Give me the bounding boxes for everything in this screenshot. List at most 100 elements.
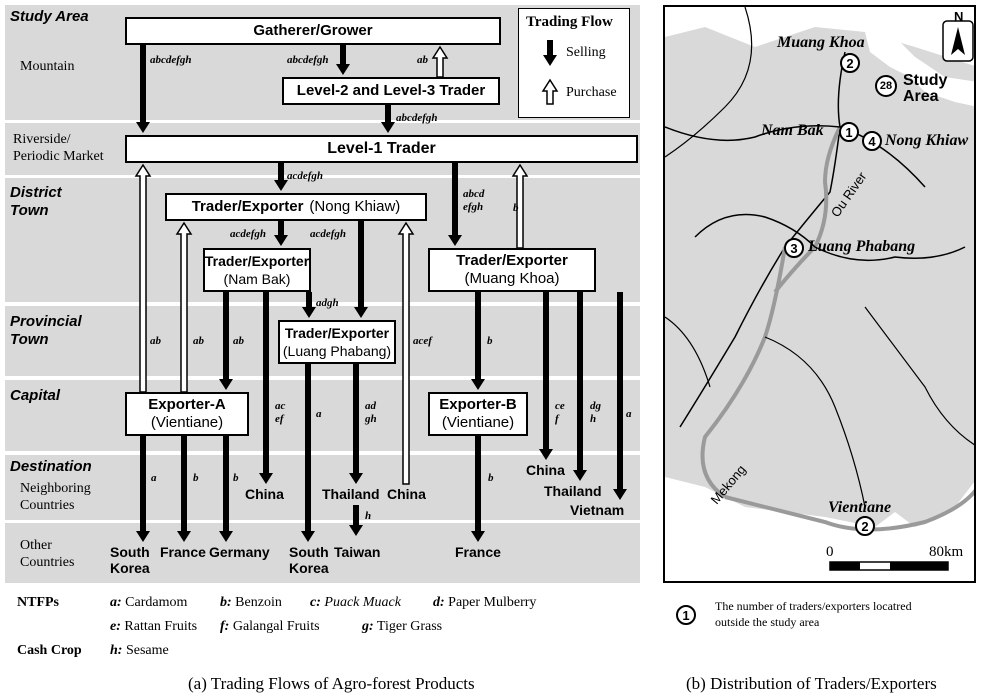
dest-south-korea1: South Korea <box>110 544 150 576</box>
map-nam-bak: Nam Bak <box>761 122 824 139</box>
fl-china-nk: acef <box>413 335 432 347</box>
fl-lp-thai: ad gh <box>365 400 377 425</box>
ntfp-d-key: d: <box>433 595 445 610</box>
arrow-nk-lp <box>354 221 368 318</box>
fl-lp-sk: a <box>316 408 322 420</box>
gatherer-label: Gatherer/Grower <box>253 22 373 39</box>
row-mountain: Mountain <box>20 59 75 74</box>
arrow-mk-exb <box>471 292 485 390</box>
dest-china1: China <box>245 486 284 502</box>
arrow-l1-mk <box>448 163 462 246</box>
level23-label: Level-2 and Level-3 Trader <box>296 82 486 99</box>
arrow-mk-l1 <box>511 163 529 249</box>
arrow-exa-l1 <box>134 163 152 393</box>
fl-mk-viet: a <box>626 408 632 420</box>
fl-mk-china: ce f <box>555 400 565 425</box>
map-muang-khoa: Muang Khoa <box>777 34 865 51</box>
map-vientiane: Vientiane <box>828 499 892 516</box>
map-nong-khiaw: Nong Khiaw <box>885 132 969 149</box>
dest-germany: Germany <box>209 544 270 560</box>
row-neighboring: Neighboring Countries <box>20 481 91 513</box>
box-exporter-b: Exporter-B(Vientiane) <box>428 392 528 436</box>
cash-crop-label: Cash Crop <box>17 643 82 658</box>
row-destination: Destination <box>10 458 92 475</box>
row-district: District Town <box>10 184 62 219</box>
caption-left: (a) Trading Flows of Agro-forest Product… <box>188 674 475 693</box>
box-level23: Level-2 and Level-3 Trader <box>282 77 500 105</box>
fl-l1-mk: abcd efgh <box>463 188 485 213</box>
te-lp-title: Trader/Exporter <box>284 325 390 341</box>
trading-flow-legend <box>518 8 630 118</box>
ntfp-b-val: Benzoin <box>235 595 282 610</box>
arrow-exb-fr <box>471 436 485 542</box>
ntfp-e: e: Rattan Fruits <box>110 619 197 635</box>
ntfp-a-val: Cardamom <box>125 595 188 610</box>
box-te-nong-khiaw: Trader/Exporter (Nong Khiaw) <box>165 193 427 221</box>
arrow-exa-nk <box>175 221 193 393</box>
ntfp-c-val: Puack Muack <box>324 595 401 610</box>
scale-zero: 0 <box>826 544 834 560</box>
fl-nb-china: ac ef <box>275 400 286 425</box>
fl-exa-nk: ab <box>193 335 204 347</box>
te-mk-title: Trader/Exporter <box>456 252 568 269</box>
ntfp-b: b: Benzoin <box>220 595 282 611</box>
fl-mk-l1: b <box>513 202 519 214</box>
fl-exa-sk: a <box>151 472 157 484</box>
ntfp-e-val: Rattan Fruits <box>124 619 198 634</box>
band-destination <box>5 455 640 583</box>
fl-exb-fr: b <box>488 472 494 484</box>
dest-thailand2: Thailand <box>544 483 602 499</box>
arrow-exa-fr <box>177 436 191 542</box>
cash-crop-h: h: Sesame <box>110 643 169 659</box>
legend-selling: Selling <box>566 45 606 60</box>
num-vientiane: 2 <box>855 516 875 536</box>
ntfp-e-key: e: <box>110 619 121 634</box>
map-frame: N Muang Khoa 2 28 Study Area Nam Bak 1 4… <box>663 5 976 583</box>
fl-nk-nb: acdefgh <box>230 228 267 240</box>
fl-mk-thai: dg h <box>590 400 601 425</box>
num-luang-phabang: 3 <box>784 238 804 258</box>
fl-l23-g: ab <box>417 54 428 66</box>
row-provincial: Provincial Town <box>10 313 82 348</box>
arrow-nk-nb <box>274 221 288 246</box>
box-te-nam-bak: Trader/Exporter(Nam Bak) <box>203 248 311 292</box>
ntfp-d-val: Paper Mulberry <box>448 595 537 610</box>
ntfp-c: c: Puack Muack <box>310 595 401 611</box>
box-level1: Level-1 Trader <box>125 135 638 163</box>
dest-china3: China <box>526 462 565 478</box>
ntfp-b-key: b: <box>220 595 232 610</box>
arrow-mk-viet <box>613 292 627 500</box>
destination-divider <box>5 520 640 523</box>
map-legend-num: 1 <box>676 605 696 625</box>
ntfp-label: NTFPs <box>17 595 59 610</box>
ntfp-f-val: Galangal Fruits <box>232 619 320 634</box>
arrow-l1-nk <box>274 163 288 191</box>
box-exporter-a: Exporter-A(Vientiane) <box>125 392 249 436</box>
fl-nk-lp: acdefgh <box>310 228 347 240</box>
arrow-g-l23 <box>336 45 350 75</box>
exa-title: Exporter-A <box>148 396 226 413</box>
box-te-luang-phabang: Trader/Exporter(Luang Phabang) <box>278 320 396 364</box>
scale-80: 80km <box>929 544 964 560</box>
north-label: N <box>954 9 964 24</box>
arrow-l23-g <box>431 45 449 78</box>
band-capital <box>5 380 640 451</box>
fl-nb-lp: adgh <box>316 297 339 309</box>
legend-purchase: Purchase <box>566 85 617 100</box>
row-other: Other Countries <box>20 538 75 570</box>
te-nk-sub: (Nong Khiaw) <box>309 198 401 215</box>
arrow-exa-sk <box>136 436 150 542</box>
cash-val: Sesame <box>125 643 169 658</box>
map-luang-phabang: Luang Phabang <box>808 238 916 255</box>
fl-g-l1: abcdefgh <box>150 54 192 66</box>
dest-france1: France <box>160 544 206 560</box>
arrow-thai-tw <box>349 505 363 536</box>
row-riverside: Riverside/ Periodic Market <box>13 132 104 164</box>
exb-sub: (Vientiane) <box>441 414 515 431</box>
num-muang-khoa: 2 <box>840 53 860 73</box>
te-nk-title: Trader/Exporter <box>191 198 304 215</box>
arrow-mk-thai <box>573 292 587 481</box>
ntfp-d: d: Paper Mulberry <box>433 595 536 611</box>
num-study: 28 <box>875 75 897 97</box>
